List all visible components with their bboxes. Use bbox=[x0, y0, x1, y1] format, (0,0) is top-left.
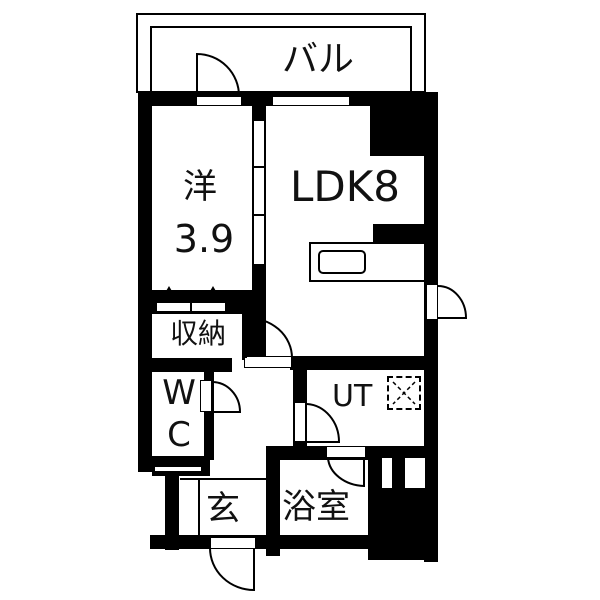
wall-storage-wc bbox=[152, 358, 232, 372]
washing-machine-icon bbox=[387, 376, 421, 410]
wc-label-bottom: C bbox=[167, 415, 191, 455]
kitchen-wall bbox=[373, 224, 424, 242]
washing-machine-cross-icon bbox=[392, 381, 416, 405]
wall-wc-right bbox=[204, 370, 214, 460]
door-swing-icon bbox=[327, 457, 365, 488]
balcony-label: バル bbox=[282, 39, 355, 80]
ldk-column bbox=[370, 106, 424, 156]
wc-label-top: W bbox=[162, 373, 196, 413]
shaft-vent-right bbox=[405, 458, 425, 488]
ldk-side-door[interactable] bbox=[426, 284, 438, 320]
closet-door-icon bbox=[161, 286, 221, 301]
western-room-label: 洋 bbox=[183, 167, 217, 207]
sliding-door-western-ldk-2[interactable] bbox=[253, 167, 265, 215]
shaft-vent-left bbox=[382, 458, 392, 488]
window-top-right[interactable] bbox=[272, 96, 350, 106]
wc-window[interactable] bbox=[154, 466, 202, 472]
balcony-inner bbox=[150, 26, 412, 93]
room-wc bbox=[154, 372, 204, 456]
door-swing-icon bbox=[211, 381, 242, 413]
door-swing-icon bbox=[437, 285, 468, 319]
wall-hall-bath bbox=[266, 446, 280, 556]
door-swing-icon bbox=[245, 316, 294, 359]
room-western bbox=[152, 106, 252, 290]
bathroom-label: 浴室 bbox=[282, 487, 350, 527]
entrance-divider bbox=[198, 480, 200, 536]
wall-entrance-left bbox=[165, 474, 179, 550]
entrance-label: 玄 bbox=[206, 489, 240, 529]
closet-door-left[interactable] bbox=[156, 302, 191, 312]
window-top-left[interactable] bbox=[196, 96, 242, 106]
sliding-door-western-ldk[interactable] bbox=[253, 120, 265, 167]
pipe-shaft bbox=[368, 450, 438, 560]
bath-door[interactable] bbox=[326, 446, 366, 458]
ut-door[interactable] bbox=[294, 402, 306, 442]
western-room-size: 3.9 bbox=[173, 217, 235, 261]
outer-wall-right bbox=[424, 92, 438, 562]
front-door[interactable] bbox=[210, 537, 256, 549]
ut-label: UT bbox=[332, 379, 373, 414]
door-swing-icon bbox=[306, 403, 341, 443]
closet-door-right[interactable] bbox=[191, 302, 226, 312]
storage-label: 収納 bbox=[169, 317, 226, 350]
ldk-label: LDK8 bbox=[290, 162, 401, 211]
wall-bath-bottom bbox=[150, 535, 370, 549]
wall-ldk-ut bbox=[290, 356, 424, 370]
outer-wall-left bbox=[138, 92, 152, 472]
door-swing-icon bbox=[209, 547, 255, 592]
sliding-door-western-ldk-3[interactable] bbox=[253, 215, 265, 265]
room-storage bbox=[154, 314, 242, 358]
kitchen-counter bbox=[309, 242, 426, 282]
wc-door[interactable] bbox=[200, 380, 212, 412]
hall-ldk-door[interactable] bbox=[244, 356, 292, 368]
entrance-step bbox=[180, 478, 266, 536]
door-swing-icon bbox=[196, 52, 240, 97]
kitchen-sink-icon bbox=[318, 250, 366, 274]
